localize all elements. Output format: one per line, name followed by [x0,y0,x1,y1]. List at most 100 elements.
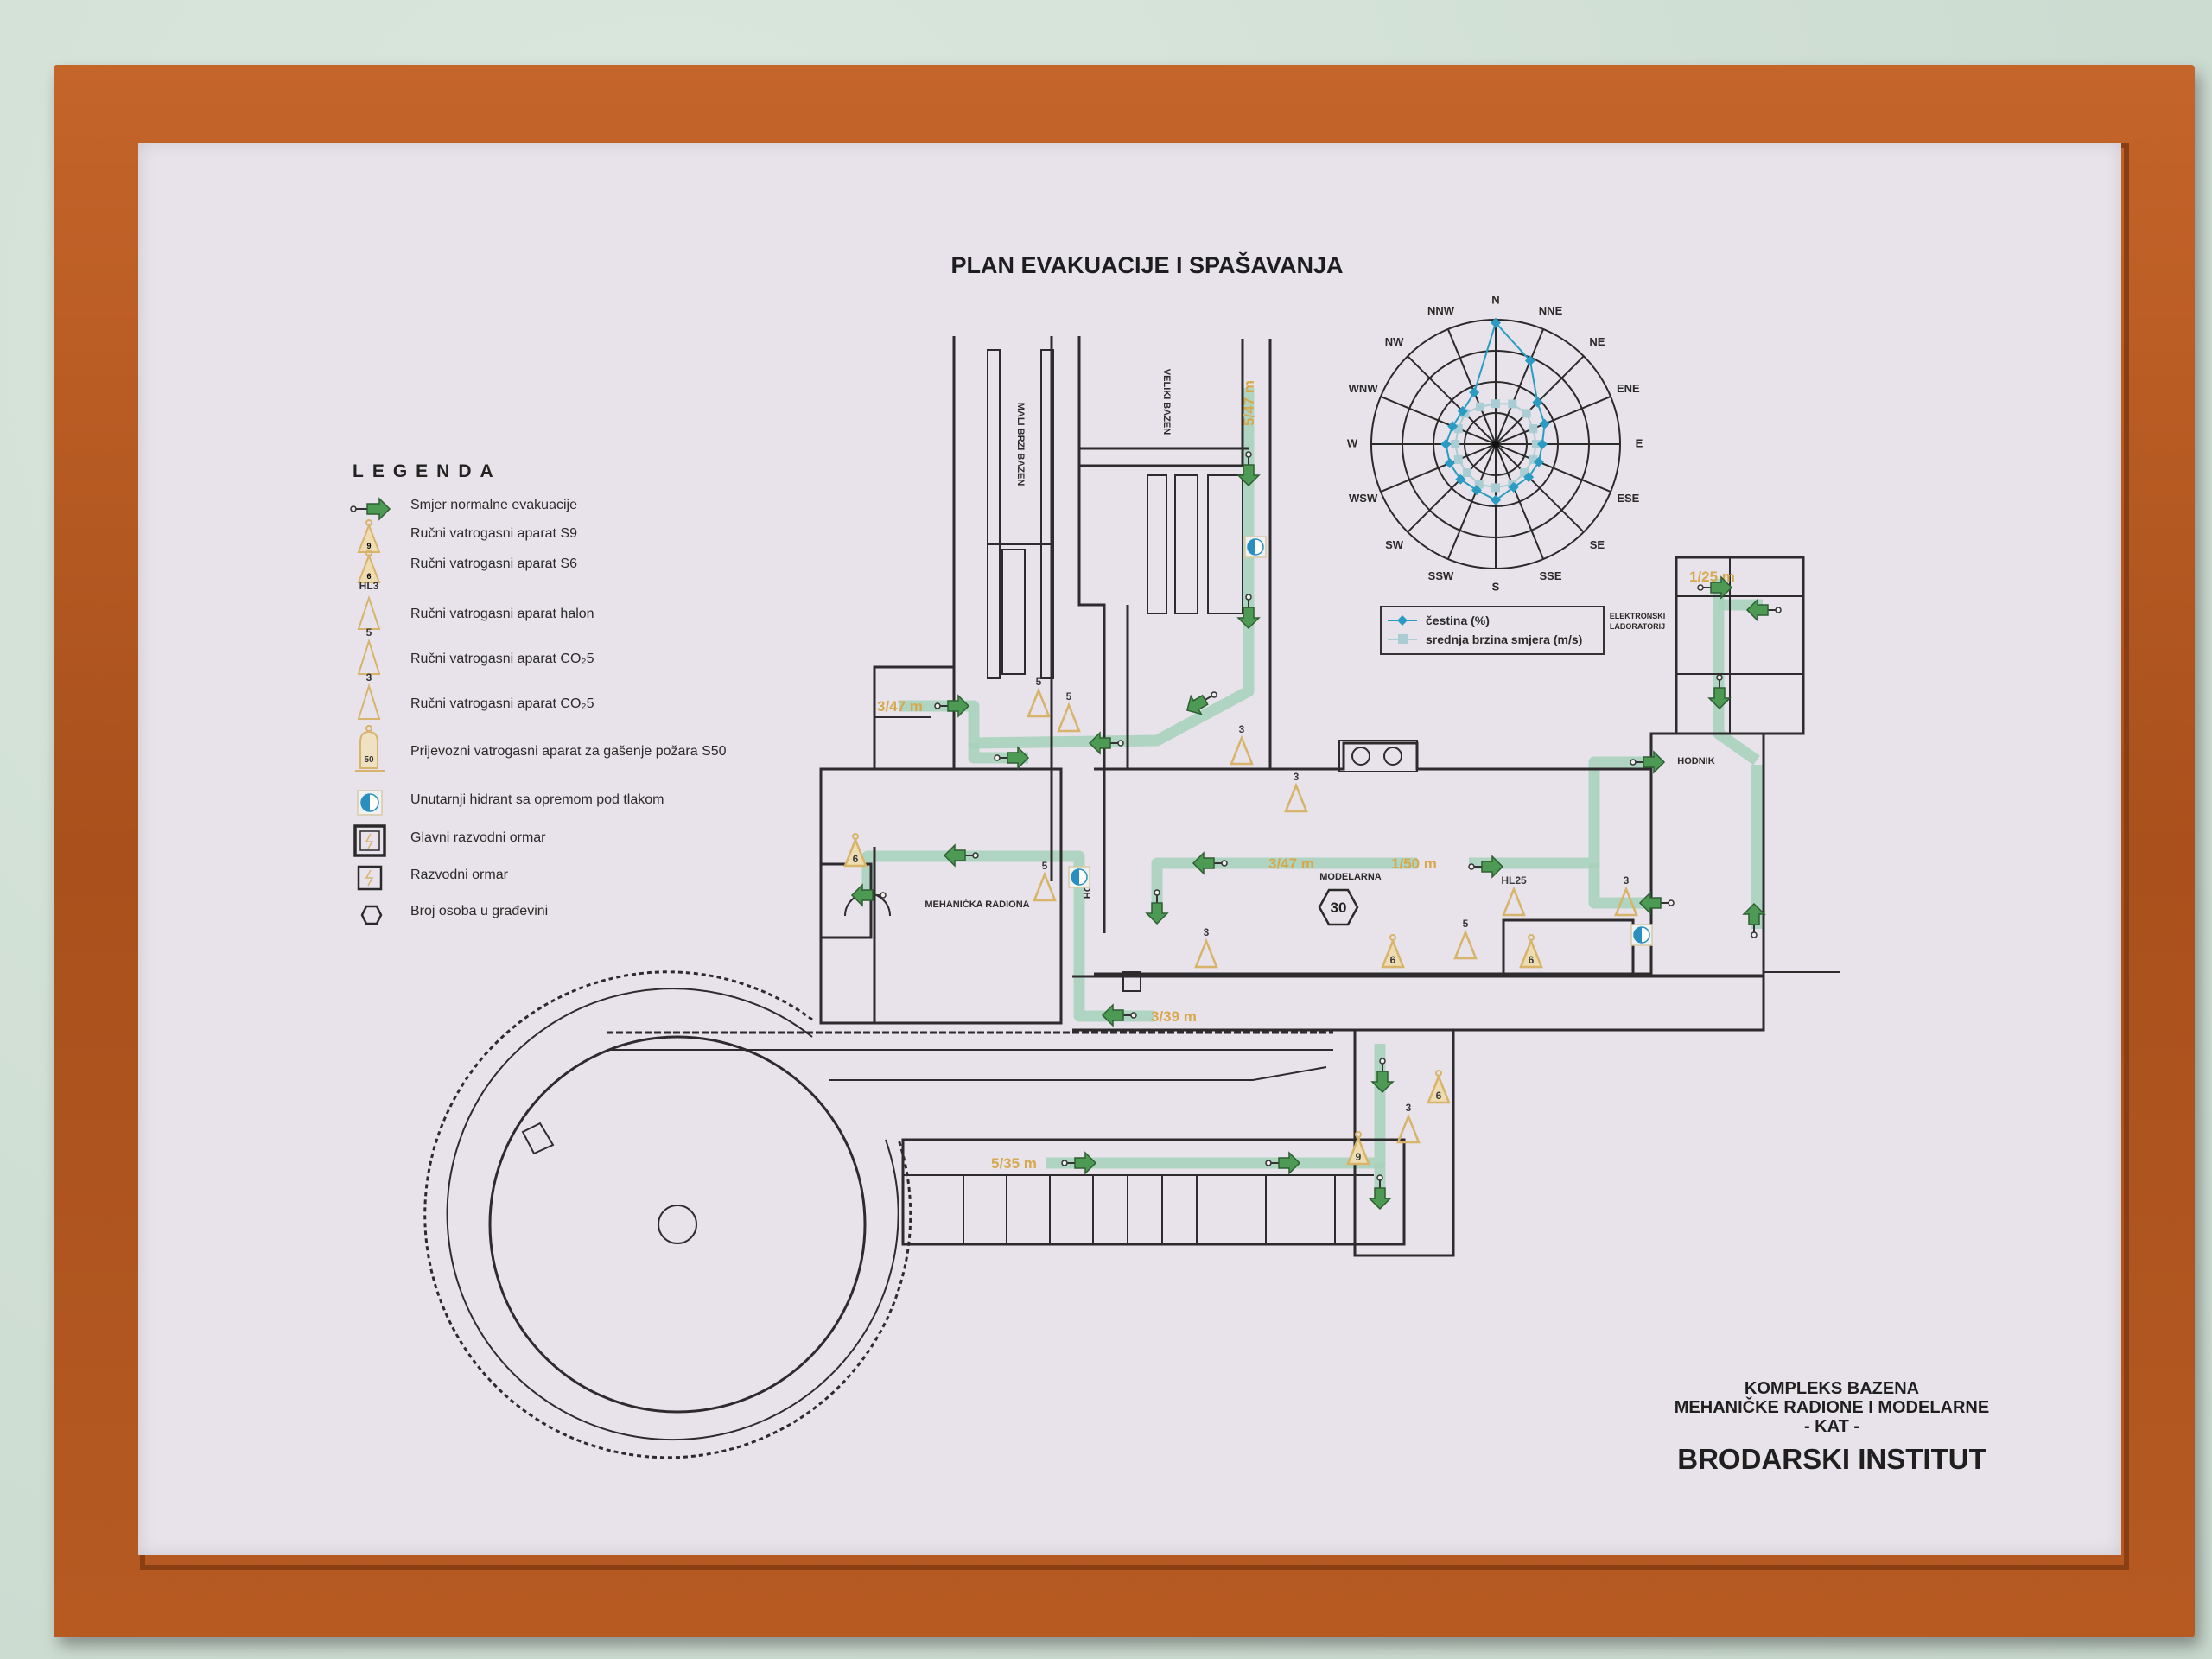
legend-item-switchboard: Razvodni ormar [350,864,799,893]
svg-text:9: 9 [366,542,371,550]
svg-text:HL3: HL3 [359,580,379,592]
wind-legend-frequency: čestina (%) [1426,613,1490,627]
extinguisher-s6-icon: 6 [357,550,381,583]
wind-frequency-point [1532,397,1543,408]
wind-direction-label: SW [1385,538,1404,551]
extinguisher-icon: 3 [1614,874,1638,917]
wind-speed-point [1491,399,1500,409]
svg-text:6: 6 [1436,1090,1442,1102]
legend-label: Ručni vatrogasni aparat CO₂5 [410,696,594,711]
svg-text:5: 5 [1036,676,1042,688]
distance-label: 5/47 m [1241,380,1257,426]
wind-speed-point [1531,440,1541,448]
wind-frequency-point [1523,472,1535,483]
svg-text:5: 5 [366,626,372,639]
wind-frequency-point [1455,474,1466,485]
wind-frequency-point [1524,355,1535,366]
title-block-line3: - KAT - [1803,1417,1860,1436]
legend-label: Prijevozni vatrogasni aparat za gašenje … [410,744,727,759]
wind-frequency-point [1537,439,1548,449]
legend-item-co2-3: 3 Ručni vatrogasni aparat CO₂5 [350,671,799,722]
wind-direction-label: NE [1589,335,1605,348]
wind-frequency-point [1508,481,1519,493]
wind-speed-point [1476,402,1485,411]
extinguisher-icon: 6 [1427,1070,1451,1104]
hydrant-icon [1244,536,1267,558]
wind-speed-point [1474,480,1484,489]
extinguisher-icon: 5 [1033,860,1057,902]
wind-speed-point [1453,424,1463,434]
wind-speed-point [1491,483,1500,493]
room-label-corridor: HODNIK [1677,756,1714,766]
room-label-model-shop: MODELARNA [1319,872,1382,882]
extinguisher-co2-icon: 5 [357,626,381,675]
wind-speed-point [1529,454,1538,464]
svg-text:50: 50 [364,755,374,765]
hexagon-icon [360,905,383,925]
svg-text:3: 3 [1624,874,1630,887]
evacuation-arrow-icon [994,747,1029,769]
hydrant-icon [1630,924,1653,946]
svg-text:3: 3 [1204,926,1210,938]
room-label-lab: ELEKTRONSKI [1610,612,1666,620]
wind-direction-label: NW [1385,335,1404,348]
wind-frequency-point [1491,317,1501,328]
wind-rose-spoke [1407,355,1497,445]
wind-frequency-point [1471,485,1482,496]
evacuation-routes [861,388,1763,1205]
evacuation-arrow-icon [1146,889,1168,925]
legend-item-s6: 6 Ručni vatrogasni aparat S6 [350,550,799,583]
hydrant-icon [1068,866,1090,888]
wind-direction-label: E [1636,436,1643,449]
wind-frequency-point [1457,405,1468,416]
wind-direction-label: ESE [1617,492,1639,505]
wind-rose-spoke [1495,328,1545,445]
evacuation-arrow-icon [1192,852,1228,874]
legend-item-halon: HL3 Ručni vatrogasni aparat halon [350,580,799,632]
evacuation-arrow-icon [1708,674,1731,709]
evacuation-arrow-icon [1061,1152,1096,1174]
evacuation-plan-sheet [138,143,2121,1555]
wind-speed-point [1529,424,1538,434]
wind-frequency-point [1491,494,1501,505]
evacuation-arrow-icon [1265,1152,1300,1174]
wind-rose-center [1492,441,1499,448]
svg-text:5: 5 [1066,690,1072,702]
wind-speed-point [1520,468,1529,478]
building-walls [423,336,1840,1459]
wind-direction-label: WNW [1349,382,1379,395]
legend-label: Smjer normalne evakuacije [410,498,577,512]
title-block-line1: KOMPLEKS BAZENA [1744,1379,1920,1398]
room-label-big-pool: VELIKI BAZEN [1161,369,1172,435]
legend-heading: LEGENDA [353,461,502,481]
legend-label: Ručni vatrogasni aparat CO₂5 [410,652,594,666]
svg-text:9: 9 [1356,1151,1362,1163]
legend-label: Ručni vatrogasni aparat halon [410,607,594,621]
legend: LEGENDA Smjer normalne evakuacije 9 Ručn… [350,460,799,926]
legend-label: Ručni vatrogasni aparat S6 [410,556,577,571]
extinguisher-icon: 3 [1396,1102,1421,1144]
svg-text:6: 6 [1529,954,1535,966]
wind-frequency-point [1440,439,1452,449]
legend-item-s50: 50 Prijevozni vatrogasni aparat za gašen… [350,725,799,772]
evacuation-arrow-icon [1369,1174,1391,1210]
evacuation-arrow-icon [350,497,391,521]
evacuation-arrow-icon [1237,594,1260,629]
wind-rose-spoke [1495,395,1611,445]
wind-direction-label: SE [1590,538,1605,551]
evacuation-arrow-icon [934,695,969,717]
extinguisher-icon: 5 [1057,690,1081,733]
distance-label: 1/50 m [1391,855,1437,872]
legend-item-evacuation: Smjer normalne evakuacije [350,494,799,524]
wind-direction-label: WSW [1349,492,1378,505]
wind-frequency-point [1447,421,1459,432]
wind-rose-spoke [1495,443,1545,560]
room-label-small-pool: MALI BRZI BAZEN [1015,403,1026,486]
wind-direction-label: SSE [1540,569,1562,582]
extinguisher-icon: HL25 [1501,874,1527,917]
wind-rose-spoke [1495,443,1585,533]
legend-item-co2-5: 5 Ručni vatrogasni aparat CO₂5 [350,626,799,677]
occupant-count-badge: 30 [1318,888,1359,926]
